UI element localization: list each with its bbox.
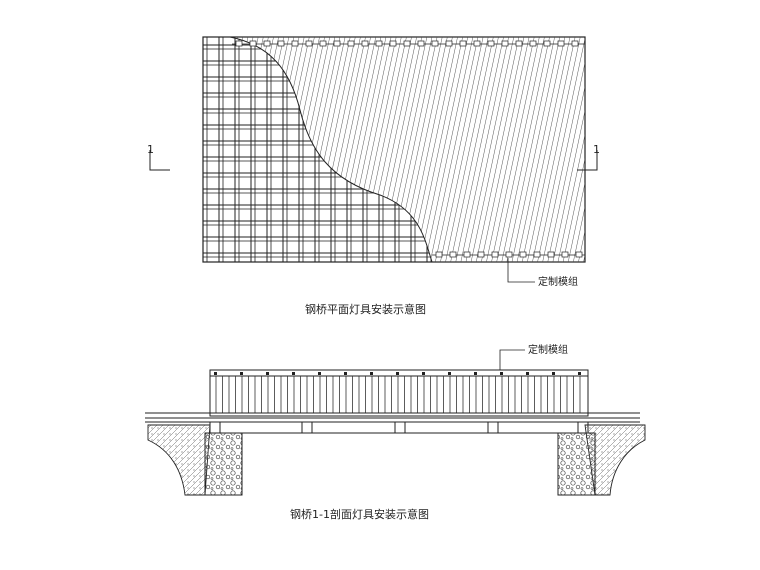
section-view: 定制模组 — [145, 343, 646, 521]
plan-top-lamp-strip — [232, 40, 585, 47]
plan-callout: 定制模组 — [507, 258, 578, 288]
section-mark-left: 1 — [147, 143, 170, 171]
plan-view: 1 1 定制模组 钢桥平面灯具安装示意图 — [147, 36, 600, 316]
right-abutment — [557, 424, 646, 496]
svg-text:定制模组: 定制模组 — [528, 343, 568, 356]
plan-break-line — [229, 36, 433, 263]
svg-text:1: 1 — [593, 143, 600, 156]
section-mark-right: 1 — [577, 143, 600, 171]
left-abutment — [147, 424, 243, 496]
plan-title: 钢桥平面灯具安装示意图 — [305, 302, 426, 316]
svg-text:1: 1 — [147, 143, 154, 156]
bearing-blocks — [209, 421, 589, 434]
section-title: 钢桥1-1剖面灯具安装示意图 — [290, 507, 429, 521]
svg-text:定制模组: 定制模组 — [538, 275, 578, 288]
section-lamp-module — [209, 369, 589, 417]
plan-bottom-lamp-strip — [432, 251, 585, 258]
section-callout: 定制模组 — [499, 343, 568, 370]
